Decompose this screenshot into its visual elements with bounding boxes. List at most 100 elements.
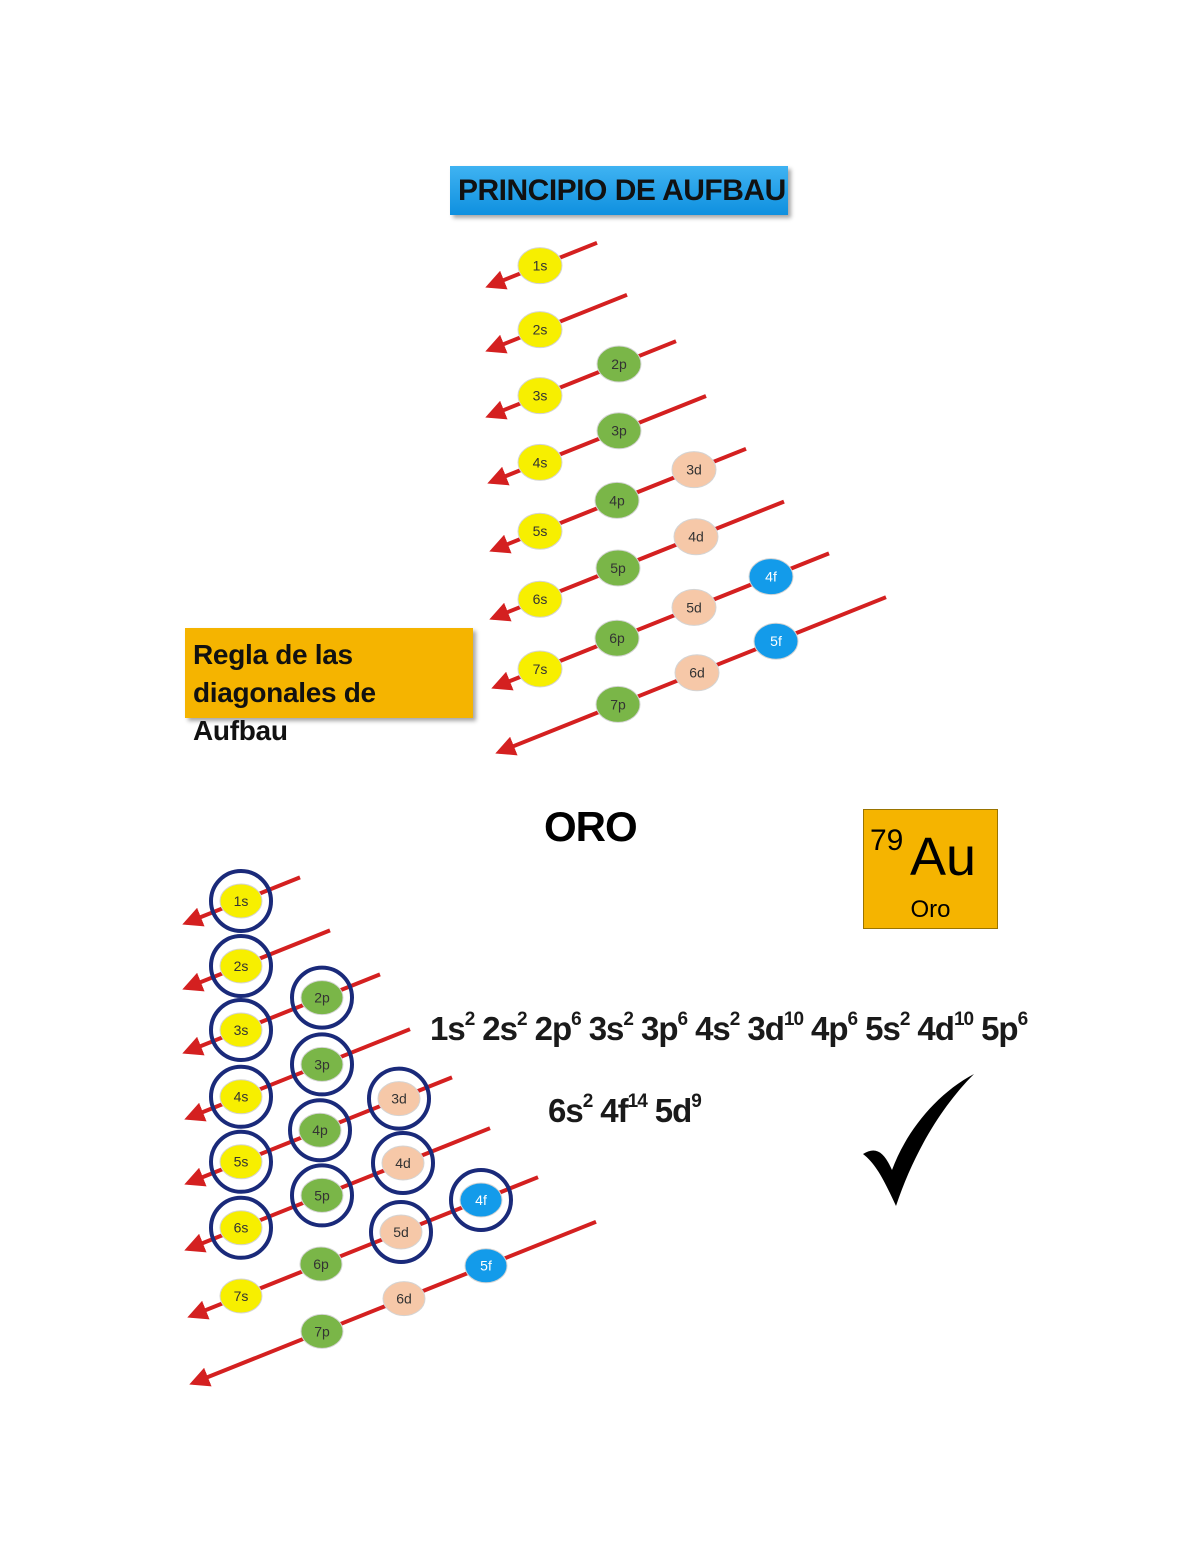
orbital-label-4f: 4f — [765, 569, 777, 585]
config-term-2p: 2p6 — [534, 1009, 589, 1047]
orbital-bubble-1s — [219, 883, 263, 919]
orbital-4d: 4d — [917, 1010, 955, 1047]
orbital-label-6s: 6s — [234, 1220, 249, 1236]
orbital-5p: 5p — [981, 1010, 1019, 1047]
orbital-bubble-2p — [596, 345, 642, 383]
orbital-2s: 2s — [482, 1010, 518, 1047]
orbital-bubble-4d — [673, 518, 719, 556]
orbital-bubble-3s — [219, 1012, 263, 1048]
orbital-bubble-2s — [517, 311, 563, 349]
orbital-label-1s: 1s — [234, 893, 249, 909]
orbital-label-5s: 5s — [234, 1154, 249, 1170]
orbital-bubble-3d — [671, 451, 717, 489]
orbital-bubble-7s — [517, 650, 563, 688]
orbital-label-4p: 4p — [609, 492, 625, 508]
occupied-ring-4d — [371, 1131, 435, 1195]
orbital-label-4p: 4p — [312, 1122, 328, 1138]
orbital-label-5p: 5p — [314, 1187, 330, 1203]
orbital-label-4f: 4f — [475, 1192, 487, 1208]
orbital-bubble-5d — [379, 1214, 423, 1250]
config-term-5d: 5d9 — [655, 1091, 709, 1129]
occupied-ring-4p — [288, 1098, 352, 1163]
orbital-bubble-6d — [674, 654, 720, 692]
occupied-ring-4s — [209, 1064, 273, 1129]
orbital-label-5f: 5f — [770, 633, 782, 649]
electron-count-3d: 10 — [783, 1009, 804, 1030]
orbital-label-2p: 2p — [314, 990, 330, 1006]
orbital-bubble-6p — [299, 1246, 343, 1282]
config-term-1s: 1s2 — [430, 1009, 482, 1047]
electron-count-4f: 14 — [627, 1091, 648, 1112]
config-term-4d: 4d10 — [917, 1009, 981, 1047]
orbital-bubble-3d — [377, 1081, 421, 1117]
orbital-bubble-4f — [748, 558, 794, 596]
atomic-number: 79 — [870, 824, 904, 857]
occupied-ring-2s — [209, 934, 273, 998]
diagonal-arrow-3 — [485, 339, 677, 420]
config-term-5s: 5s2 — [865, 1009, 917, 1047]
orbital-4s: 4s — [695, 1010, 731, 1047]
orbital-bubble-4f — [459, 1182, 503, 1218]
orbital-label-7p: 7p — [610, 696, 626, 712]
orbital-label-3s: 3s — [234, 1022, 249, 1038]
orbital-label-4d: 4d — [395, 1155, 411, 1171]
orbital-label-2s: 2s — [533, 322, 548, 338]
orbital-1s: 1s — [430, 1010, 466, 1047]
config-term-4s: 4s2 — [695, 1009, 747, 1047]
orbital-label-7s: 7s — [533, 661, 548, 677]
orbital-6s: 6s — [548, 1092, 584, 1129]
title-banner: PRINCIPIO DE AUFBAU — [450, 166, 788, 215]
orbital-bubble-7p — [300, 1313, 344, 1349]
orbital-label-1s: 1s — [533, 258, 548, 274]
orbital-bubble-4d — [381, 1145, 425, 1181]
orbital-bubble-3s — [517, 377, 563, 415]
orbital-label-3d: 3d — [686, 462, 702, 478]
orbital-3s: 3s — [588, 1010, 625, 1047]
config-term-3p: 3p6 — [641, 1009, 695, 1047]
orbital-5s: 5s — [865, 1010, 901, 1047]
occupied-ring-3p — [290, 1032, 354, 1097]
orbital-label-4s: 4s — [533, 454, 548, 470]
orbital-4f: 4f — [600, 1092, 628, 1129]
orbital-2p: 2p — [534, 1010, 573, 1047]
orbital-bubble-7p — [595, 685, 641, 723]
orbital-bubble-2s — [219, 948, 263, 984]
orbital-3d: 3d — [747, 1010, 785, 1047]
rule-label-line-1: Regla de las — [193, 639, 353, 670]
orbital-label-2s: 2s — [234, 958, 249, 974]
electron-count-1s: 2 — [464, 1009, 476, 1030]
occupied-ring-5s — [209, 1129, 273, 1194]
diagonal-arrow-3 — [182, 972, 381, 1056]
element-symbol: Au — [910, 827, 977, 887]
orbital-label-5d: 5d — [393, 1224, 409, 1240]
electron-count-2s: 2 — [517, 1009, 528, 1030]
occupied-ring-5d — [369, 1200, 433, 1264]
orbital-bubble-3p — [300, 1046, 344, 1082]
rule-label-box: Regla de las diagonales de Aufbau — [185, 628, 473, 746]
orbital-bubble-6s — [219, 1210, 263, 1246]
orbital-bubble-5p — [595, 549, 641, 587]
orbital-bubble-6d — [382, 1281, 426, 1317]
title-text: PRINCIPIO DE AUFBAU — [458, 174, 786, 207]
orbital-label-6p: 6p — [313, 1256, 329, 1272]
orbital-bubble-5f — [464, 1248, 508, 1284]
orbital-label-6d: 6d — [396, 1291, 412, 1307]
orbital-label-2p: 2p — [611, 356, 627, 372]
orbital-bubble-4s — [517, 443, 563, 481]
orbital-label-6p: 6p — [609, 630, 625, 646]
orbital-label-3p: 3p — [611, 423, 627, 439]
element-card: 79 Au Oro — [863, 809, 998, 929]
orbital-label-5p: 5p — [610, 560, 626, 576]
occupied-ring-5p — [290, 1163, 354, 1228]
orbital-4p: 4p — [811, 1010, 849, 1047]
orbital-label-7p: 7p — [314, 1323, 330, 1339]
orbital-label-3d: 3d — [391, 1091, 407, 1107]
orbital-label-5d: 5d — [686, 599, 702, 615]
orbital-bubble-1s — [517, 247, 563, 285]
orbital-bubble-6s — [517, 580, 563, 618]
element-heading: ORO — [544, 803, 638, 850]
orbital-label-5f: 5f — [480, 1258, 492, 1274]
electron-count-5s: 2 — [899, 1009, 911, 1030]
electron-count-3p: 6 — [677, 1009, 689, 1030]
